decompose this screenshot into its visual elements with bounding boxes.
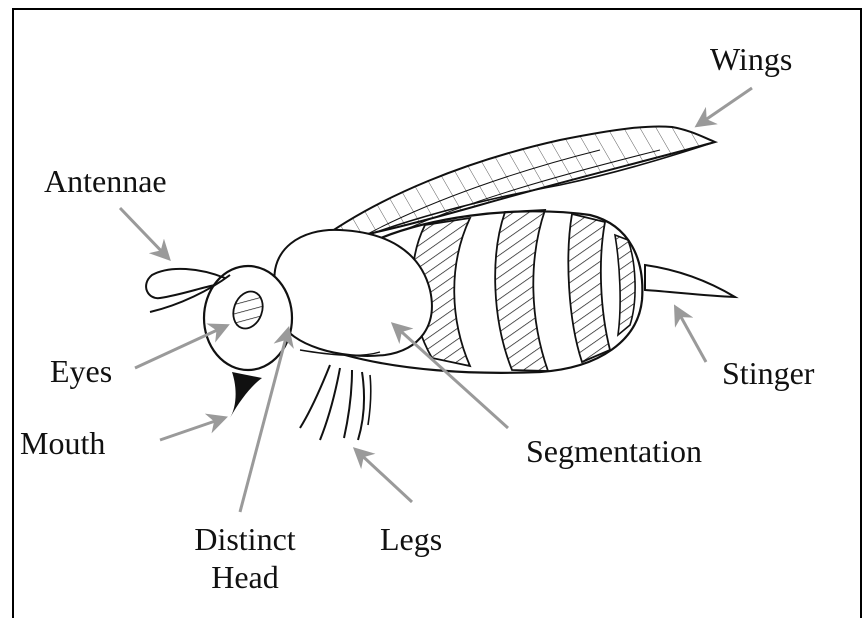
distinct-head-label-line2: Head [180, 558, 310, 596]
eyes-label: Eyes [50, 352, 112, 390]
antennae-label: Antennae [44, 162, 167, 200]
wings-label: Wings [710, 40, 792, 78]
wings-arrow [698, 88, 752, 125]
legs-arrow [356, 450, 412, 502]
legs-label: Legs [380, 520, 442, 558]
distinct-head-label: Distinct Head [180, 520, 310, 596]
stinger-arrow [676, 308, 706, 362]
distinct-head-label-line1: Distinct [180, 520, 310, 558]
mouth-arrow [160, 418, 224, 440]
stinger-label: Stinger [722, 354, 814, 392]
head-drawing [204, 266, 292, 418]
antennae-arrow [120, 208, 168, 258]
stinger-drawing [645, 265, 735, 297]
segmentation-label: Segmentation [526, 432, 702, 470]
legs-drawing [300, 365, 371, 440]
mouth-label: Mouth [20, 424, 105, 462]
